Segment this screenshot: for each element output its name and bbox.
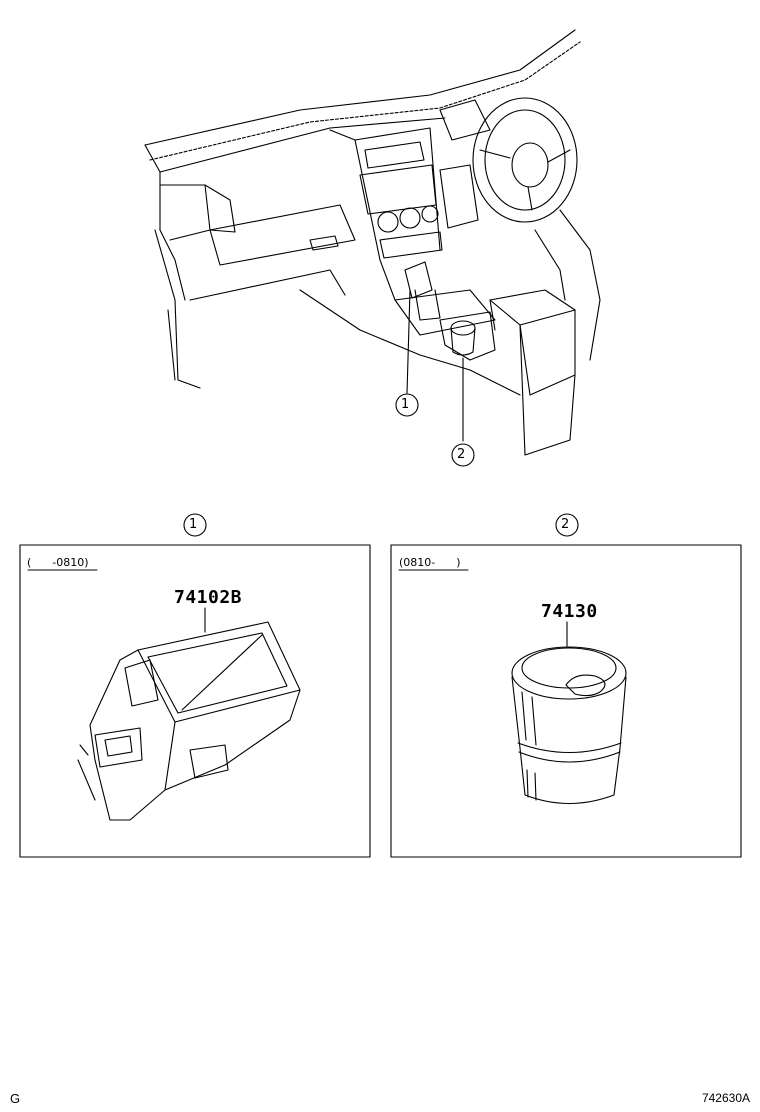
overview-callout-2 xyxy=(451,443,475,467)
panel-2-callout-label: 2 xyxy=(561,517,570,532)
overview-callout-2-label: 2 xyxy=(457,447,466,462)
illustration-id: 742630A xyxy=(701,1091,750,1105)
panel-2-part-number: 74130 xyxy=(541,601,598,622)
panel-1-date-range: ( -0810) xyxy=(27,556,89,569)
panel-2-date-range: (0810- ) xyxy=(399,556,461,569)
panel-2 xyxy=(390,513,742,858)
part-74102b-illustration xyxy=(77,621,301,821)
dashboard-illustration xyxy=(144,29,601,456)
overview-callout-1-label: 1 xyxy=(401,397,410,412)
panel-1-part-number: 74102B xyxy=(174,587,243,608)
panel-1 xyxy=(19,513,371,858)
footer-left-code: G xyxy=(10,1091,21,1106)
panel-1-callout-label: 1 xyxy=(189,517,198,532)
overview-callout-1 xyxy=(395,393,419,417)
part-74130-illustration xyxy=(511,646,627,805)
